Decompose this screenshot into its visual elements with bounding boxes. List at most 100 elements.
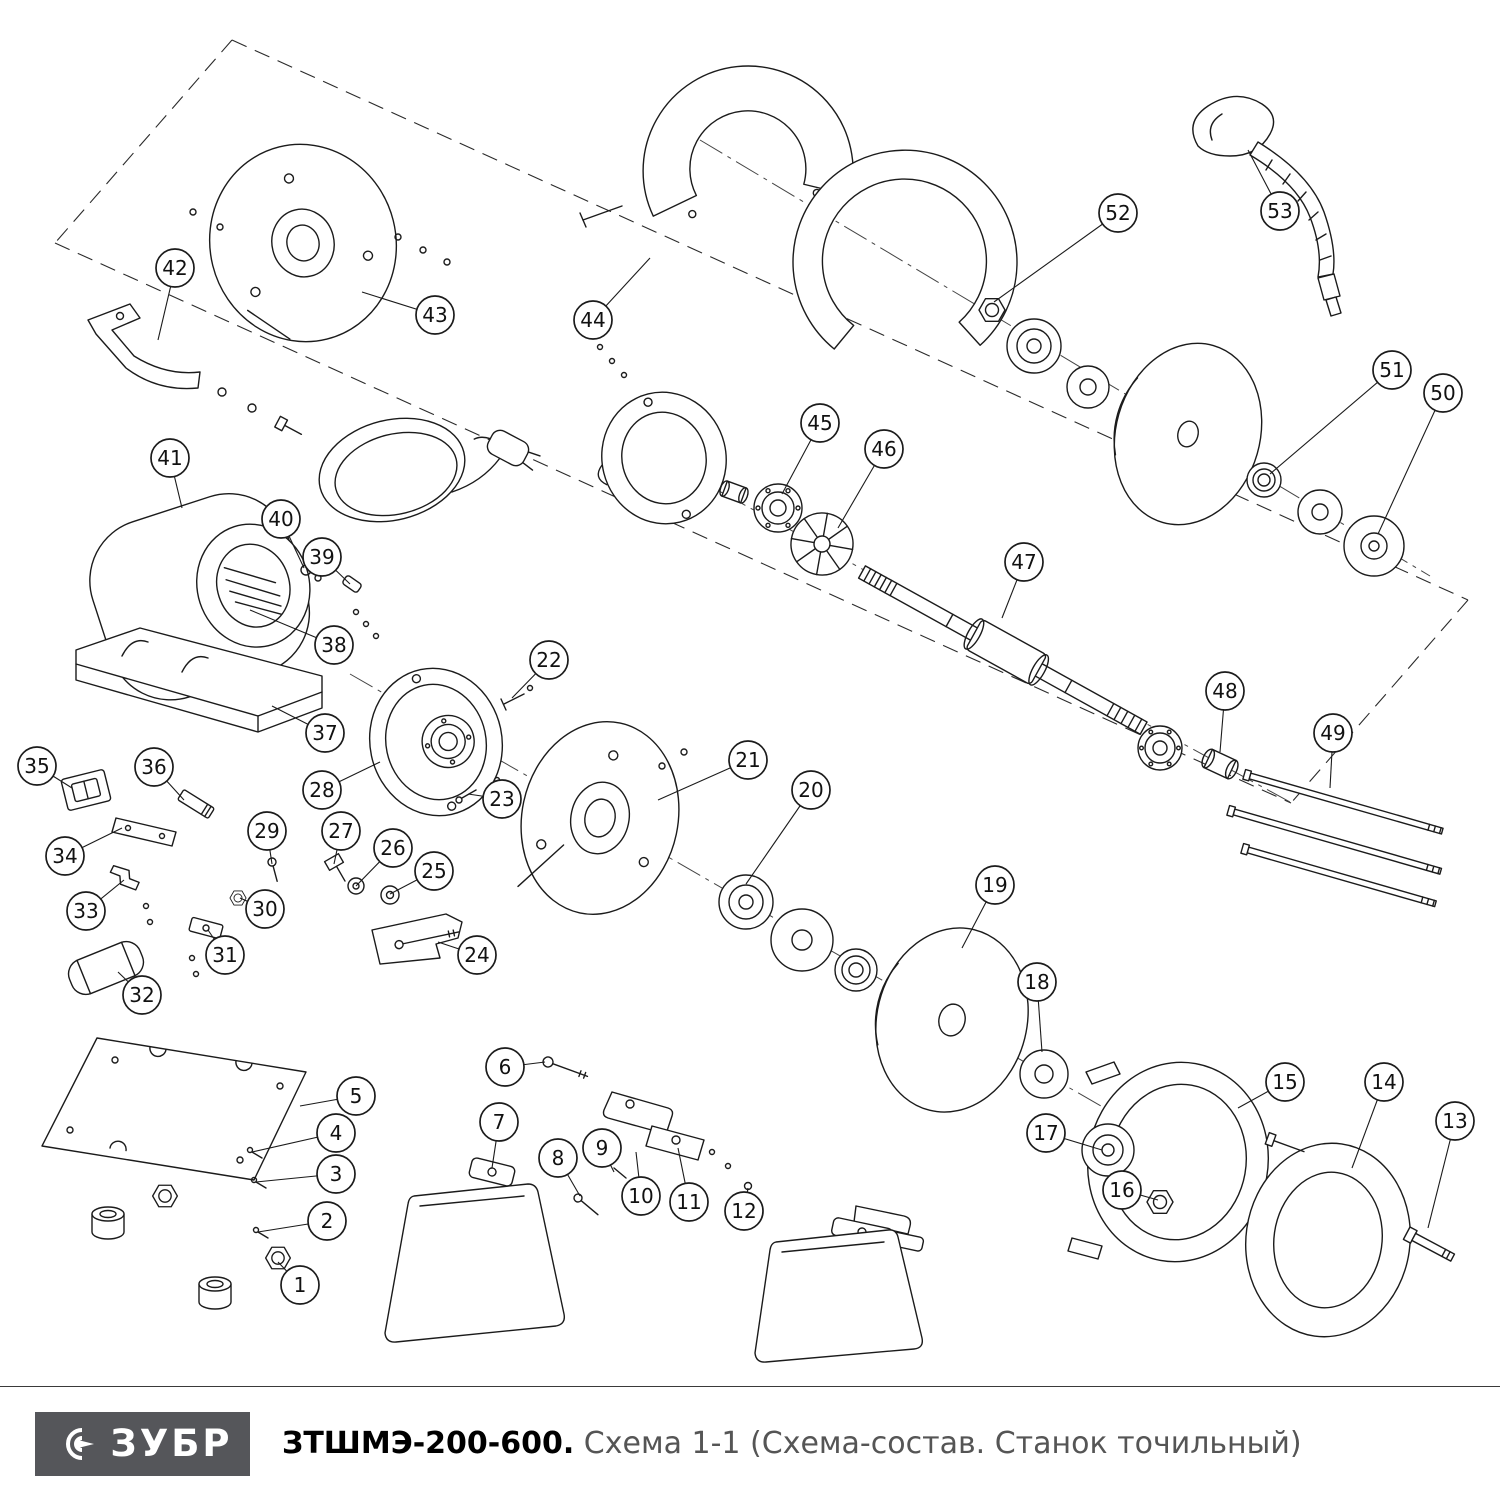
part-base-plate — [41, 1037, 307, 1181]
part-bolt-8 — [573, 1193, 599, 1216]
svg-text:5: 5 — [350, 1084, 363, 1108]
svg-text:19: 19 — [982, 873, 1007, 897]
callout-26: 26 — [355, 828, 413, 887]
callout-43: 43 — [361, 291, 455, 335]
part-small-bracket-31 — [188, 916, 224, 940]
callout-2: 2 — [257, 1201, 347, 1241]
callout-22: 22 — [511, 640, 569, 699]
svg-text:47: 47 — [1011, 550, 1036, 574]
svg-text:12: 12 — [731, 1199, 756, 1223]
brand-logo: ЗУБР — [35, 1411, 250, 1476]
caption-subtitle: Схема 1-1 (Схема-состав. Станок точильны… — [574, 1426, 1302, 1461]
svg-text:10: 10 — [628, 1184, 653, 1208]
svg-text:30: 30 — [252, 897, 277, 921]
part-wheel-guard-inner-left — [517, 721, 680, 915]
callout-52: 52 — [993, 193, 1138, 303]
svg-text:26: 26 — [380, 836, 405, 860]
part-washer-right — [1297, 489, 1343, 535]
part-spark-guard-bracket — [87, 303, 201, 390]
part-rubber-foot-b — [198, 1276, 232, 1310]
callout-28: 28 — [302, 761, 381, 810]
svg-text:29: 29 — [254, 819, 279, 843]
callout-34: 34 — [45, 827, 123, 876]
callout-12: 12 — [724, 1187, 764, 1231]
svg-text:23: 23 — [489, 787, 514, 811]
callout-15: 15 — [1237, 1062, 1305, 1109]
callout-16: 16 — [1102, 1170, 1159, 1210]
svg-text:4: 4 — [330, 1121, 343, 1145]
part-inner-flange-left — [718, 874, 774, 930]
svg-text:17: 17 — [1033, 1121, 1058, 1145]
part-eye-shield-right — [754, 1205, 925, 1363]
callout-51: 51 — [1269, 350, 1412, 475]
svg-text:45: 45 — [807, 411, 832, 435]
svg-text:41: 41 — [157, 446, 182, 470]
part-dots-31 — [188, 954, 200, 978]
svg-text:34: 34 — [52, 844, 77, 868]
callout-19: 19 — [961, 865, 1015, 949]
part-bolt-6 — [542, 1056, 589, 1079]
part-fan — [790, 512, 854, 576]
callout-18: 18 — [1017, 962, 1057, 1053]
callout-20: 20 — [745, 770, 831, 885]
svg-text:20: 20 — [798, 778, 823, 802]
svg-text:31: 31 — [212, 943, 237, 967]
svg-text:32: 32 — [129, 983, 154, 1007]
part-clip — [109, 864, 140, 891]
part-nut-a — [151, 1184, 179, 1208]
part-collar-nut — [1246, 462, 1282, 498]
part-bearing-front — [753, 483, 803, 533]
part-capacitor — [67, 940, 145, 996]
svg-text:9: 9 — [596, 1136, 609, 1160]
callout-35: 35 — [17, 746, 73, 789]
svg-text:40: 40 — [268, 507, 293, 531]
part-washer-top — [1066, 365, 1110, 409]
exploded-view-drawing: 1234567891011121314151617181920212223242… — [17, 39, 1475, 1363]
part-tie-rods — [1226, 768, 1444, 908]
callout-27: 27 — [321, 811, 361, 865]
svg-text:28: 28 — [309, 778, 334, 802]
part-power-cord — [300, 417, 541, 640]
callout-10: 10 — [621, 1151, 661, 1216]
callout-21: 21 — [657, 740, 768, 801]
part-front-end-bell — [368, 667, 504, 817]
part-tool-rest-left — [602, 1091, 705, 1161]
part-washer-25 — [380, 885, 400, 905]
svg-text:37: 37 — [312, 721, 337, 745]
callout-41: 41 — [150, 438, 190, 509]
svg-text:50: 50 — [1430, 381, 1455, 405]
part-wheel-cover-right-outer — [1244, 1142, 1412, 1338]
part-nut-30 — [229, 890, 247, 906]
svg-text:27: 27 — [328, 819, 353, 843]
callout-42: 42 — [155, 248, 195, 341]
svg-text:6: 6 — [499, 1055, 512, 1079]
callout-13: 13 — [1427, 1101, 1475, 1229]
part-end-bell — [597, 391, 727, 525]
svg-text:46: 46 — [871, 437, 896, 461]
svg-text:7: 7 — [493, 1110, 506, 1134]
callout-33: 33 — [66, 879, 125, 931]
part-spacer-sleeve — [719, 480, 749, 504]
svg-text:25: 25 — [421, 859, 446, 883]
svg-text:13: 13 — [1442, 1109, 1467, 1133]
svg-text:52: 52 — [1105, 201, 1130, 225]
svg-text:18: 18 — [1024, 970, 1049, 994]
callout-24: 24 — [437, 935, 497, 975]
part-screw-29 — [267, 857, 278, 883]
callout-38: 38 — [249, 609, 354, 665]
callout-1: 1 — [277, 1261, 320, 1305]
callout-6: 6 — [485, 1047, 546, 1087]
part-eye-shield-left — [384, 1157, 566, 1343]
callout-3: 3 — [255, 1154, 356, 1194]
svg-text:8: 8 — [552, 1146, 565, 1170]
part-washer-18 — [1019, 1049, 1069, 1099]
part-pin-9 — [613, 1167, 627, 1179]
callout-44: 44 — [573, 257, 651, 340]
svg-text:14: 14 — [1371, 1070, 1396, 1094]
callout-31: 31 — [205, 929, 245, 975]
callout-11: 11 — [669, 1147, 709, 1222]
callout-53: 53 — [1247, 149, 1300, 231]
svg-text:53: 53 — [1267, 199, 1292, 223]
svg-text:36: 36 — [141, 755, 166, 779]
